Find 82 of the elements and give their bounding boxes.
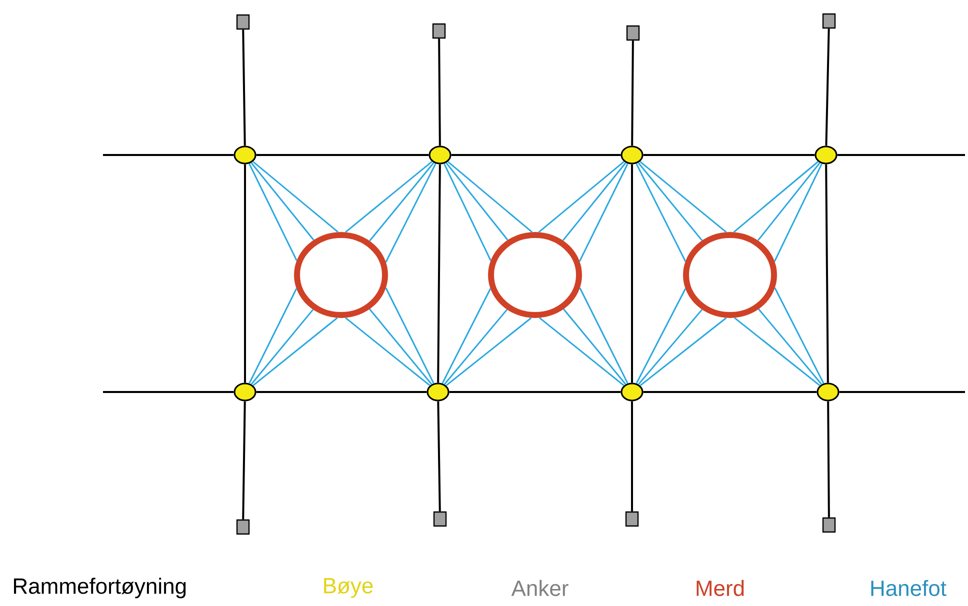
mooring-line: [774, 163, 822, 262]
mooring-line: [636, 288, 686, 384]
buoy: [426, 382, 450, 402]
mooring-line: [385, 163, 436, 262]
mooring-line: [442, 288, 492, 384]
mooring-line: [369, 308, 432, 385]
mooring-line: [248, 288, 298, 384]
anchor-block: [236, 519, 250, 535]
mooring-line: [538, 161, 625, 233]
mooring-line: [579, 288, 628, 384]
mooring-line: [369, 162, 434, 242]
cage-ring: [294, 232, 388, 318]
anchor-block: [822, 517, 836, 533]
mooring-line: [825, 164, 829, 383]
mooring-line: [248, 163, 298, 261]
mooring-line: [539, 317, 624, 386]
mooring-line: [250, 162, 314, 240]
mooring-line: [345, 160, 432, 233]
mooring-line: [446, 317, 532, 386]
anchor-block: [625, 511, 639, 527]
anchor-block: [433, 511, 447, 527]
buoy: [428, 146, 452, 164]
mooring-line: [244, 164, 246, 383]
mooring-line: [256, 391, 427, 393]
mooring-line: [256, 154, 429, 156]
mooring-line: [443, 163, 492, 261]
mooring-line: [250, 309, 314, 385]
buoy: [816, 382, 840, 402]
anchor-block: [626, 25, 640, 41]
buoy: [814, 146, 838, 164]
mooring-line: [103, 154, 234, 156]
mooring-line: [437, 401, 441, 512]
mooring-line: [242, 401, 246, 520]
mooring-line: [444, 309, 508, 385]
title: Rammefortøyning: [14, 578, 186, 598]
mooring-line: [631, 40, 634, 146]
anchor-block: [822, 13, 836, 29]
mooring-line: [437, 164, 441, 383]
mooring-line: [757, 162, 820, 241]
mooring-line: [446, 162, 508, 240]
mooring-line: [345, 317, 430, 386]
mooring-line: [774, 288, 824, 384]
mooring-line: [447, 161, 532, 233]
cage-ring: [488, 232, 582, 318]
mooring-line: [638, 162, 703, 241]
buoy: [620, 146, 644, 164]
buoy: [234, 146, 256, 164]
mooring-line: [449, 391, 621, 393]
mooring-line: [837, 154, 965, 156]
mooring-line: [733, 161, 819, 233]
mooring-line: [252, 317, 338, 386]
buoy: [620, 382, 644, 402]
buoy: [234, 382, 256, 402]
mooring-line: [643, 154, 815, 156]
mooring-line: [103, 391, 234, 393]
mooring-line: [563, 308, 626, 385]
mooring-line: [252, 161, 338, 233]
mooring-line: [734, 317, 820, 386]
mooring-line: [825, 28, 830, 146]
legend-text: Merd: [696, 580, 744, 596]
mooring-line: [640, 160, 727, 233]
anchor-block: [432, 23, 446, 39]
mooring-line: [438, 38, 441, 146]
mooring-line: [385, 288, 434, 384]
legend-text: Hanefot: [871, 580, 946, 596]
cage-ring: [683, 232, 777, 318]
mooring-line: [451, 154, 621, 156]
legend-text: Anker: [511, 580, 568, 596]
legend-text: Bøye: [324, 578, 373, 598]
anchor-block: [236, 14, 250, 30]
mooring-line: [638, 309, 703, 385]
mooring-line: [839, 391, 965, 393]
mooring-line: [631, 164, 633, 383]
mooring-line: [758, 308, 822, 385]
mooring-line: [640, 317, 727, 386]
mooring-line: [827, 401, 830, 518]
mooring-line: [631, 401, 633, 512]
mooring-line: [578, 163, 628, 262]
mooring-line: [562, 162, 626, 241]
mooring-line: [242, 30, 246, 146]
mooring-line: [636, 163, 686, 262]
mooring-line: [643, 391, 817, 393]
